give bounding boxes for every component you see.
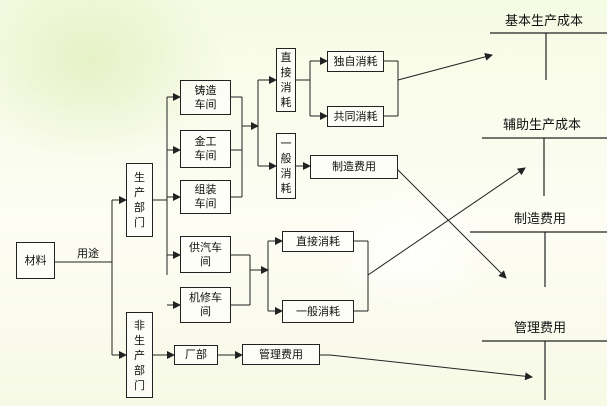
production-dept-label: 生产部门 (134, 171, 145, 229)
account-basic-production-cost: 基本生产成本 (505, 14, 584, 29)
direct-consumption-2-label: 直接消耗 (296, 234, 340, 248)
factory-office-box: 厂部 (174, 345, 218, 365)
shared-consumption-box: 共同消耗 (327, 106, 384, 127)
general-consumption-1-label: 一般消耗 (280, 137, 292, 195)
assembly-workshop-label: 组装车间 (194, 183, 217, 210)
account-admin-expense: 管理费用 (514, 321, 567, 336)
account-auxiliary-production-cost: 辅助生产成本 (503, 118, 582, 133)
shared-consumption-label: 共同消耗 (333, 109, 378, 123)
non-production-dept-label: 非生产部门 (134, 318, 145, 392)
sole-consumption-label: 独自消耗 (333, 54, 378, 68)
direct-consumption-2-box: 直接消耗 (282, 231, 354, 252)
repair-workshop-label: 机修车间 (189, 291, 222, 318)
general-consumption-2-label: 一般消耗 (296, 304, 340, 318)
factory-office-label: 厂部 (185, 348, 207, 361)
metalwork-workshop-box: 金工车间 (180, 130, 231, 168)
production-dept-box: 生产部门 (126, 163, 153, 237)
steam-workshop-box: 供汽车间 (180, 236, 231, 273)
account-manufacturing-expense: 制造费用 (514, 212, 567, 227)
sole-consumption-box: 独自消耗 (327, 51, 384, 72)
casting-workshop-label: 铸造车间 (194, 83, 217, 111)
admin-expense-box: 管理费用 (242, 344, 320, 365)
assembly-workshop-box: 组装车间 (180, 180, 231, 214)
material-box: 材料 (16, 242, 55, 279)
material-label: 材料 (24, 253, 47, 267)
admin-expense-box-label: 管理费用 (259, 347, 303, 361)
manufacturing-expense-box-label: 制造费用 (332, 160, 376, 173)
repair-workshop-box: 机修车间 (180, 287, 231, 323)
casting-workshop-box: 铸造车间 (180, 80, 231, 115)
steam-workshop-label: 供汽车间 (189, 240, 222, 268)
non-production-dept-box: 非生产部门 (126, 312, 153, 398)
direct-consumption-1-label: 直接消耗 (280, 51, 292, 109)
general-consumption-1-box: 一般消耗 (276, 133, 296, 199)
manufacturing-expense-box: 制造费用 (310, 155, 398, 179)
usage-label: 用途 (77, 247, 99, 260)
general-consumption-2-box: 一般消耗 (282, 300, 354, 323)
metalwork-workshop-label: 金工车间 (194, 135, 217, 162)
direct-consumption-1-box: 直接消耗 (276, 48, 296, 112)
